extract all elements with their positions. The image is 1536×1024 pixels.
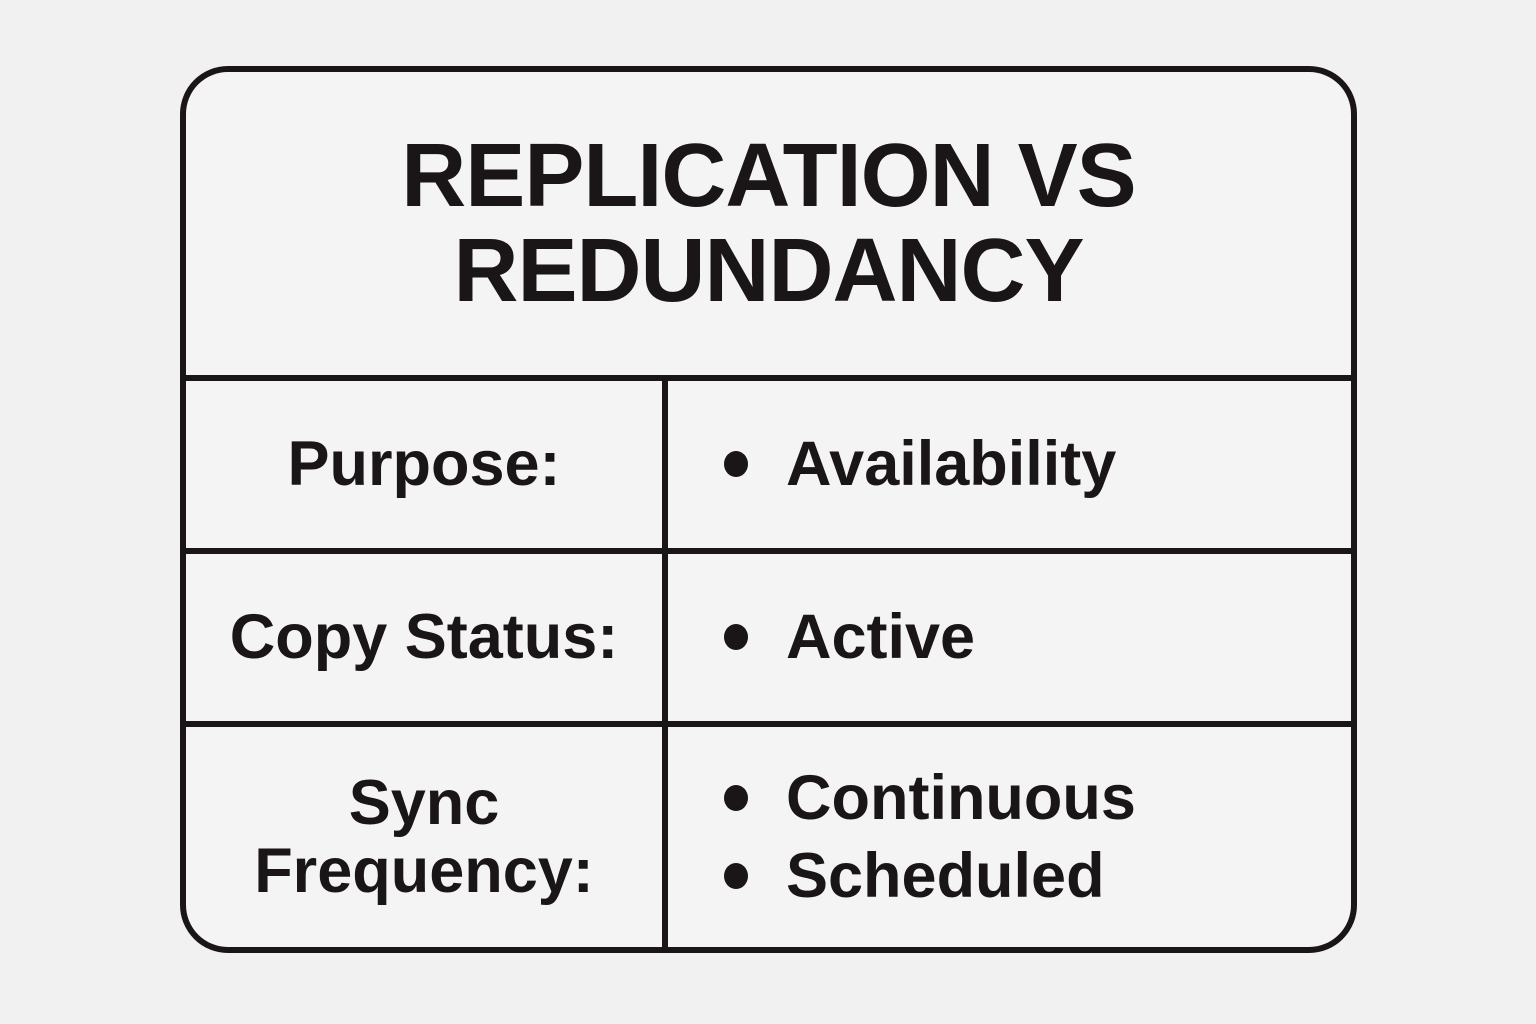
row-label: Purpose:: [287, 429, 561, 500]
bullet-dot-icon: [724, 784, 748, 811]
table-row-sync-frequency: Sync Frequency: Continuous Scheduled: [186, 721, 1351, 947]
list-item-text: Active: [786, 602, 976, 673]
list-item-text: Continuous: [786, 762, 1136, 833]
bullet-dot-icon: [724, 451, 748, 478]
row-label-cell: Copy Status:: [186, 554, 662, 721]
list-item: Scheduled: [724, 843, 1351, 909]
table-row-purpose: Purpose: Availability: [186, 375, 1351, 548]
title-line-1: REPLICATION VS: [401, 126, 1136, 226]
card-title: REPLICATION VS REDUNDANCY: [186, 72, 1351, 375]
row-label: Copy Status:: [229, 602, 619, 673]
row-value-cell: Availability: [662, 381, 1351, 548]
bullet-dot-icon: [724, 624, 748, 651]
row-value-cell: Active: [662, 554, 1351, 721]
row-label: Sync Frequency:: [254, 767, 594, 906]
bullet-dot-icon: [724, 863, 748, 890]
title-line-2: REDUNDANCY: [453, 220, 1084, 321]
comparison-card: REPLICATION VS REDUNDANCY Purpose: Avail…: [180, 66, 1357, 953]
row-label-cell: Purpose:: [186, 381, 662, 548]
list-item-text: Availability: [786, 429, 1117, 500]
row-value-cell: Continuous Scheduled: [662, 727, 1351, 947]
row-label-cell: Sync Frequency:: [186, 727, 662, 947]
list-item: Continuous: [724, 765, 1351, 831]
table-row-copy-status: Copy Status: Active: [186, 548, 1351, 721]
list-item-text: Scheduled: [786, 841, 1105, 911]
list-item: Availability: [724, 429, 1351, 500]
list-item: Active: [724, 602, 1351, 673]
